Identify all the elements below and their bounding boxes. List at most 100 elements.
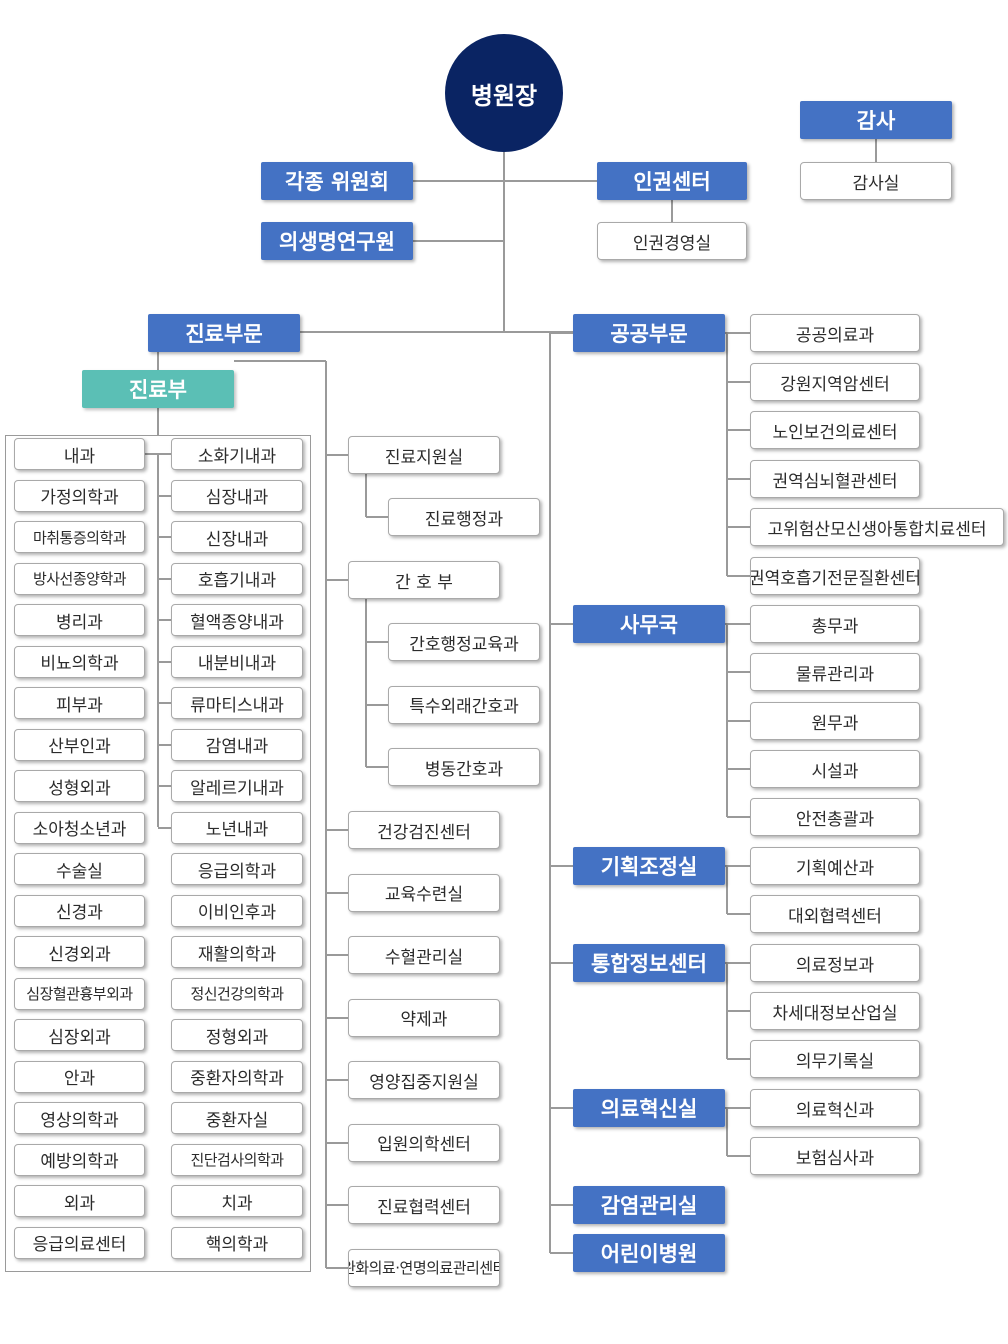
medical-unit-box: 교육수련실	[348, 873, 500, 912]
nursing-sub-box: 병동간호과	[388, 748, 540, 786]
connector-line	[366, 766, 388, 768]
clinical-dept-box: 산부인과	[14, 728, 145, 761]
innovation-division-box: 의료혁신실	[573, 1089, 725, 1127]
clinical-dept-box: 심장외과	[14, 1019, 145, 1051]
connector-line	[366, 641, 388, 643]
medical-unit-box: 진료협력센터	[348, 1186, 500, 1224]
connector-line	[157, 352, 159, 370]
clinical-dept-box: 정형외과	[171, 1019, 303, 1051]
admin-bureau-division-box: 사무국	[573, 605, 725, 643]
connector-line	[158, 619, 171, 621]
clinical-dept-box: 진단검사의학과	[171, 1143, 303, 1176]
connector-line	[727, 1058, 750, 1060]
medical-unit-box: 약제과	[348, 998, 500, 1037]
connector-line	[158, 702, 171, 704]
connector-line	[727, 671, 750, 673]
connector-line	[234, 360, 326, 362]
connector-line	[550, 332, 573, 334]
clinical-dept-box: 내분비내과	[171, 645, 303, 678]
support-admin-box: 진료행정과	[388, 498, 540, 536]
clinical-dept-box: 소아청소년과	[14, 811, 145, 844]
clinical-dept-box: 응급의학과	[171, 853, 303, 885]
connector-line	[727, 913, 750, 915]
connector-line	[550, 623, 573, 625]
clinical-dept-box: 재활의학과	[171, 936, 303, 968]
clinical-dept-box: 예방의학과	[14, 1143, 145, 1176]
connector-line	[725, 332, 750, 334]
connector-line	[413, 180, 504, 182]
connector-line	[550, 1107, 573, 1109]
clinical-dept-box: 핵의학과	[171, 1226, 303, 1259]
medical-unit-box: 입원의학센터	[348, 1123, 500, 1162]
connector-line	[725, 1107, 750, 1109]
clinical-dept-box: 비뇨의학과	[14, 645, 145, 678]
committees-box: 각종 위원회	[261, 162, 413, 200]
clinical-dept-box: 병리과	[14, 604, 145, 636]
connector-line	[157, 408, 159, 435]
support-office-box: 진료지원실	[348, 436, 500, 474]
clinical-dept-box: 감염내과	[171, 728, 303, 761]
it-center-unit-box: 차세대정보산업실	[750, 992, 920, 1030]
it-center-division-box: 통합정보센터	[573, 944, 725, 982]
nursing-dept-box: 간 호 부	[348, 561, 500, 599]
planning-division-box: 기획조정실	[573, 847, 725, 885]
clinical-dept-box: 가정의학과	[14, 479, 145, 512]
connector-line	[158, 660, 171, 663]
clinical-dept-box: 성형외과	[14, 770, 145, 802]
medical-unit-box: 영양집중지원실	[348, 1061, 500, 1099]
human-rights-office-box: 인권경영실	[597, 222, 747, 260]
clinical-dept-box: 영상의학과	[14, 1102, 145, 1134]
connector-line	[671, 200, 673, 222]
admin-bureau-unit-box: 총무과	[750, 605, 920, 643]
it-center-unit-box: 의무기록실	[750, 1040, 920, 1078]
clinical-dept-box: 치과	[171, 1185, 303, 1217]
connector-line	[550, 865, 573, 867]
clinical-dept-box: 소화기내과	[171, 438, 303, 470]
clinical-dept-box: 내과	[14, 438, 145, 470]
connector-line	[145, 453, 171, 455]
connector-line	[326, 1266, 348, 1269]
nursing-sub-box: 간호행정교육과	[388, 623, 540, 661]
connector-line	[158, 785, 171, 787]
admin-bureau-unit-box: 안전총괄과	[750, 798, 920, 836]
public-unit-box: 공공의료과	[750, 314, 920, 352]
planning-unit-box: 기획예산과	[750, 847, 920, 885]
connector-line	[550, 1252, 573, 1254]
director-node: 병원장	[445, 34, 563, 152]
clinical-dept-box: 마취통증의학과	[14, 521, 145, 553]
connector-line	[727, 575, 750, 577]
clinical-dept-box: 방사선종양학과	[14, 562, 145, 595]
medical-division-box: 진료부문	[148, 314, 300, 352]
public-unit-box: 강원지역암센터	[750, 363, 920, 401]
clinical-dept-box: 알레르기내과	[171, 770, 303, 802]
innovation-unit-box: 의료혁신과	[750, 1089, 920, 1127]
clinical-dept-box: 혈액종양내과	[171, 604, 303, 636]
clinical-dept-box: 피부과	[14, 687, 145, 719]
connector-line	[326, 829, 348, 831]
clinical-dept-box: 중환자의학과	[171, 1060, 303, 1093]
connector-line	[725, 962, 750, 964]
clinical-dept-box: 신경과	[14, 894, 145, 927]
connector-line	[727, 381, 750, 383]
medical-unit-box: 완화의료·연명의료관리센터	[348, 1248, 500, 1287]
connector-line	[366, 516, 388, 518]
clinical-dept-box: 노년내과	[171, 811, 303, 844]
clinical-dept-box: 신장내과	[171, 521, 303, 553]
connector-line	[725, 623, 750, 625]
connector-line	[727, 478, 750, 480]
connector-line	[725, 865, 750, 867]
connector-line	[157, 454, 159, 827]
clinical-dept-box: 응급의료센터	[14, 1226, 145, 1259]
connector-line	[726, 1108, 728, 1156]
clinical-dept-box: 안과	[14, 1060, 145, 1093]
connector-line	[726, 333, 728, 576]
clinical-dept-box: 정신건강의학과	[171, 977, 303, 1010]
connector-line	[326, 1016, 348, 1019]
connector-line	[503, 152, 505, 332]
planning-unit-box: 대외협력센터	[750, 895, 920, 933]
connector-line	[413, 240, 504, 242]
public-unit-box: 권역호흡기전문질환센터	[750, 557, 920, 595]
connector-line	[727, 526, 750, 528]
connector-line	[326, 454, 348, 456]
